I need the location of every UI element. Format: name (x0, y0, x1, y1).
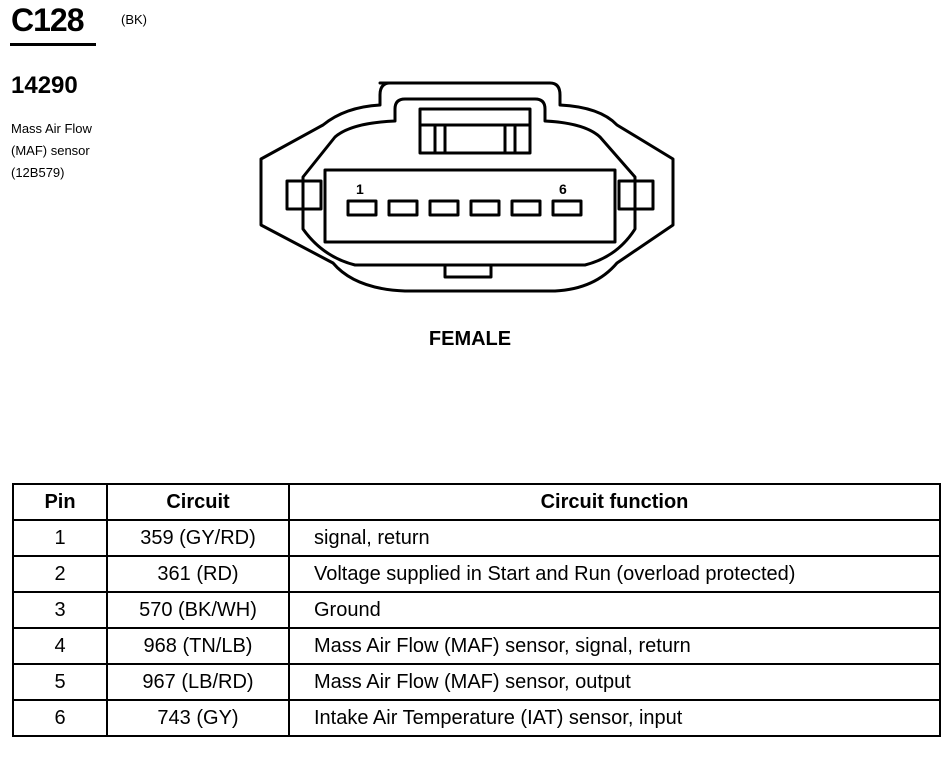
circuit-function-cell: Mass Air Flow (MAF) sensor, signal, retu… (288, 627, 941, 665)
connector-face-diagram: 1 6 (259, 81, 675, 293)
table-row: 1 359 (GY/RD) signal, return (12, 519, 941, 557)
pin-cell: 3 (12, 591, 108, 629)
circuit-function-cell: Voltage supplied in Start and Run (overl… (288, 555, 941, 593)
connector-latch (418, 107, 532, 155)
connector-right-tab (617, 179, 655, 211)
table-row: 6 743 (GY) Intake Air Temperature (IAT) … (12, 699, 941, 737)
pin-cell: 5 (12, 663, 108, 701)
pin-cavity-1 (346, 199, 378, 217)
circuit-cell: 570 (BK/WH) (106, 591, 290, 629)
pin-cavity-4 (469, 199, 501, 217)
table-row: 5 967 (LB/RD) Mass Air Flow (MAF) sensor… (12, 663, 941, 701)
pinout-table: Pin Circuit Circuit function 1 359 (GY/R… (12, 483, 941, 737)
circuit-cell: 359 (GY/RD) (106, 519, 290, 557)
column-header-circuit: Circuit (106, 483, 290, 521)
circuit-function-cell: Intake Air Temperature (IAT) sensor, inp… (288, 699, 941, 737)
circuit-cell: 743 (GY) (106, 699, 290, 737)
connector-id-underline (10, 43, 96, 46)
circuit-cell: 361 (RD) (106, 555, 290, 593)
circuit-cell: 967 (LB/RD) (106, 663, 290, 701)
table-row: 2 361 (RD) Voltage supplied in Start and… (12, 555, 941, 593)
connector-housing-outline (259, 81, 675, 293)
circuit-function-cell: Ground (288, 591, 941, 629)
pin-cell: 1 (12, 519, 108, 557)
table-row: 3 570 (BK/WH) Ground (12, 591, 941, 629)
part-number: 14290 (11, 72, 78, 99)
pin-cavity-2 (387, 199, 419, 217)
connector-key (443, 265, 493, 279)
component-description-line: Mass Air Flow (11, 121, 92, 136)
pin-cell: 6 (12, 699, 108, 737)
connector-left-tab (285, 179, 323, 211)
circuit-function-cell: Mass Air Flow (MAF) sensor, output (288, 663, 941, 701)
circuit-cell: 968 (TN/LB) (106, 627, 290, 665)
connector-color-code: (BK) (121, 12, 147, 27)
pin-1-label: 1 (356, 181, 364, 197)
connector-id: C128 (11, 2, 84, 38)
pin-cavity-6 (551, 199, 583, 217)
pin-cavity-5 (510, 199, 542, 217)
pin-cell: 2 (12, 555, 108, 593)
circuit-function-cell: signal, return (288, 519, 941, 557)
pin-cavity-3 (428, 199, 460, 217)
connector-inner-shell (301, 97, 637, 267)
column-header-pin: Pin (12, 483, 108, 521)
pin-cavity-area (323, 168, 617, 244)
pin-cell: 4 (12, 627, 108, 665)
component-description-line: (MAF) sensor (11, 143, 90, 158)
table-header-row: Pin Circuit Circuit function (12, 483, 941, 521)
component-description-line: (12B579) (11, 165, 65, 180)
connector-gender-label: FEMALE (428, 328, 512, 350)
column-header-circuit-function: Circuit function (288, 483, 941, 521)
pin-6-label: 6 (559, 181, 567, 197)
table-row: 4 968 (TN/LB) Mass Air Flow (MAF) sensor… (12, 627, 941, 665)
